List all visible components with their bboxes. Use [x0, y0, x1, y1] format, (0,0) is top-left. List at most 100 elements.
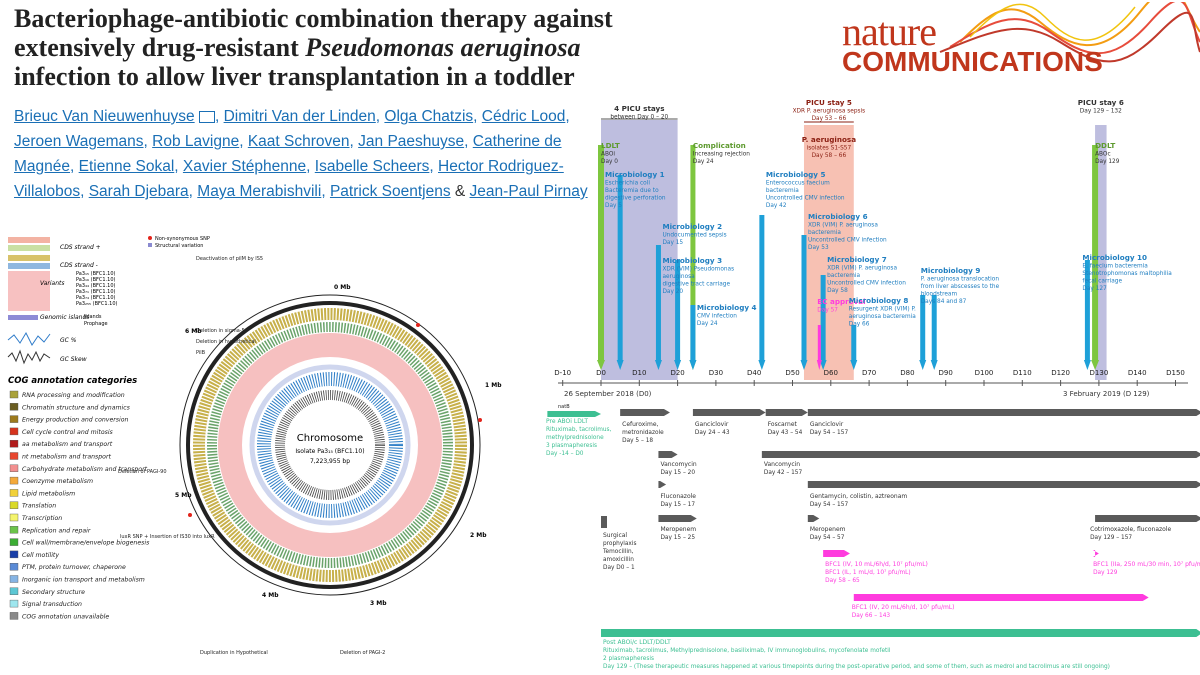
author-link[interactable]: Hector Rodriguez-Villalobos [14, 158, 564, 200]
author-link[interactable]: Brieuc Van Nieuwenhuyse [14, 108, 195, 125]
event-line: XDR (VIM) P. aeruginosa [808, 223, 878, 229]
event-line: Day 42 [766, 203, 787, 209]
legend-islands: Islands [84, 314, 102, 320]
micro6-marker [800, 235, 808, 370]
mb-label: 2 Mb [470, 532, 487, 539]
author-link[interactable]: Cédric Lood [481, 108, 566, 125]
cog-swatch [9, 513, 19, 522]
event-line: bacteremia [766, 188, 799, 194]
ec-approval-marker [816, 325, 822, 370]
event-line: bacteremia [827, 273, 860, 279]
legend-cds-minus: CDS strand - [60, 262, 98, 269]
legend-sv: Structural variation [155, 243, 203, 249]
t5-bar [807, 409, 1200, 416]
cds-plus-swatch-2 [8, 245, 50, 251]
event-line: Resurgent XDR (VIM) P. [849, 307, 916, 313]
center-bp: 7,223,955 bp [310, 458, 350, 465]
event-line: fecal carriage [1082, 279, 1122, 285]
annotation: luxR SNP + Insertion of IS30 into luxR [120, 534, 215, 540]
cog-label: PTM, protein turnover, chaperone [22, 563, 126, 571]
cog-swatch [9, 427, 19, 436]
author-link[interactable]: Etienne Sokal [78, 158, 175, 175]
treatment-line: Day 15 – 20 [660, 470, 695, 476]
treatment-line: Day 5 – 18 [622, 438, 653, 444]
event-line: Day 127 [1082, 286, 1107, 292]
cog-swatch [9, 452, 19, 460]
micro9a-marker [919, 295, 927, 370]
event-line: E. faecium bacteremia [1082, 264, 1148, 270]
author-link[interactable]: Patrick Soentjens [329, 183, 451, 200]
author-link[interactable]: Catherine de Magnée [14, 133, 562, 175]
micro4-marker-arrow [689, 360, 697, 370]
mail-icon[interactable] [198, 110, 215, 123]
treatment-line: Day 54 – 157 [810, 430, 849, 436]
event-line: Days 84 and 87 [921, 299, 967, 305]
legend-variants: Variants [40, 280, 65, 287]
title-line-2: extensively drug-resistant Pseudomonas a… [14, 33, 581, 62]
author-link[interactable]: Sarah Djebara [88, 183, 189, 200]
author-link[interactable]: Xavier Stéphenne [182, 158, 307, 175]
title-line-1: Bacteriophage-antibiotic combination the… [14, 4, 613, 33]
complication-marker-body [690, 145, 696, 360]
event-line: bacteremia [808, 230, 841, 236]
author-link[interactable]: Olga Chatzis [384, 108, 474, 125]
event-title: Microbiology 2 [662, 222, 722, 231]
event-line: Bacteremia due to [605, 188, 659, 194]
treatment-line: 3 plasmapheresis [546, 443, 597, 449]
scale-ring [186, 301, 474, 589]
title-line-3: infection to allow liver transplantation… [14, 62, 575, 91]
axis-tick-label: D80 [900, 369, 914, 377]
center-isolate: Isolate Pa3₁₅ (BFC1.10) [295, 448, 364, 455]
cog-label: Coenzyme metabolism [22, 477, 93, 485]
author-link[interactable]: Dimitri Van der Linden [223, 108, 376, 125]
author-link[interactable]: Jan Paeshuyse [358, 133, 465, 150]
author-link[interactable]: Jean-Paul Pirnay [469, 183, 588, 200]
author-link[interactable]: Kaat Schroven [247, 133, 350, 150]
cog-label: Transcription [22, 514, 62, 522]
legend-cds-plus: CDS strand + [60, 244, 101, 251]
cds-minus-swatch [8, 255, 50, 261]
treatment-t15: BFC1 (IIa, 250 mL/30 min, 10⁷ pfu/mL)Day… [1093, 561, 1200, 576]
snp-legend-dot [148, 236, 152, 240]
event-title: PICU stay 5 [806, 98, 852, 107]
cog-swatch [9, 403, 19, 411]
legend-snp: Non-synonymous SNP [155, 236, 210, 242]
author-link[interactable]: Rob Lavigne [152, 133, 240, 150]
mb-label: 4 Mb [262, 592, 279, 599]
micro1-marker-body [617, 175, 623, 360]
cog-label: COG annotation unavailable [22, 612, 109, 620]
author-link[interactable]: Jeroen Wagemans [14, 133, 144, 150]
axis-tick-label: D90 [939, 369, 953, 377]
treatment-title: Meropenem [810, 526, 846, 533]
event-line: Day 57 [817, 308, 838, 314]
event-line: Day 58 – 66 [812, 153, 847, 159]
axis-tick-label: D70 [862, 369, 876, 377]
t2-bar [620, 409, 670, 416]
micro2-marker-body [655, 245, 661, 360]
event-line: XDR (VIM) P. aeruginosa [827, 266, 897, 272]
event-line: Stenotrophomonas maltophilia [1082, 271, 1172, 277]
cog-swatch [9, 575, 19, 583]
cog-label: Secondary structure [22, 588, 85, 596]
journal-logo: nature COMMUNICATIONS [840, 2, 1200, 82]
author-list: Brieuc Van Nieuwenhuyse , Dimitri Van de… [14, 108, 588, 200]
event-title: LDLT [601, 141, 620, 150]
event-title: Microbiology 9 [921, 266, 981, 275]
variant-separator [245, 360, 415, 530]
axis-tick-label: D20 [670, 369, 684, 377]
micro10-marker-arrow [1083, 360, 1091, 370]
treatment-line: Day 15 – 25 [660, 535, 695, 541]
treatment-title: Pre ABOi LDLT [546, 418, 588, 425]
author-link[interactable]: Maya Merabishvili [197, 183, 322, 200]
gc-skew-ring [275, 390, 385, 500]
annotation: Duplication in Hypothetical [200, 650, 268, 656]
micro1-marker-arrow [616, 360, 624, 370]
and-symbol: & [454, 183, 466, 200]
cog-label: aa metabolism and transport [22, 440, 113, 448]
author-link[interactable]: Isabelle Scheers [314, 158, 430, 175]
